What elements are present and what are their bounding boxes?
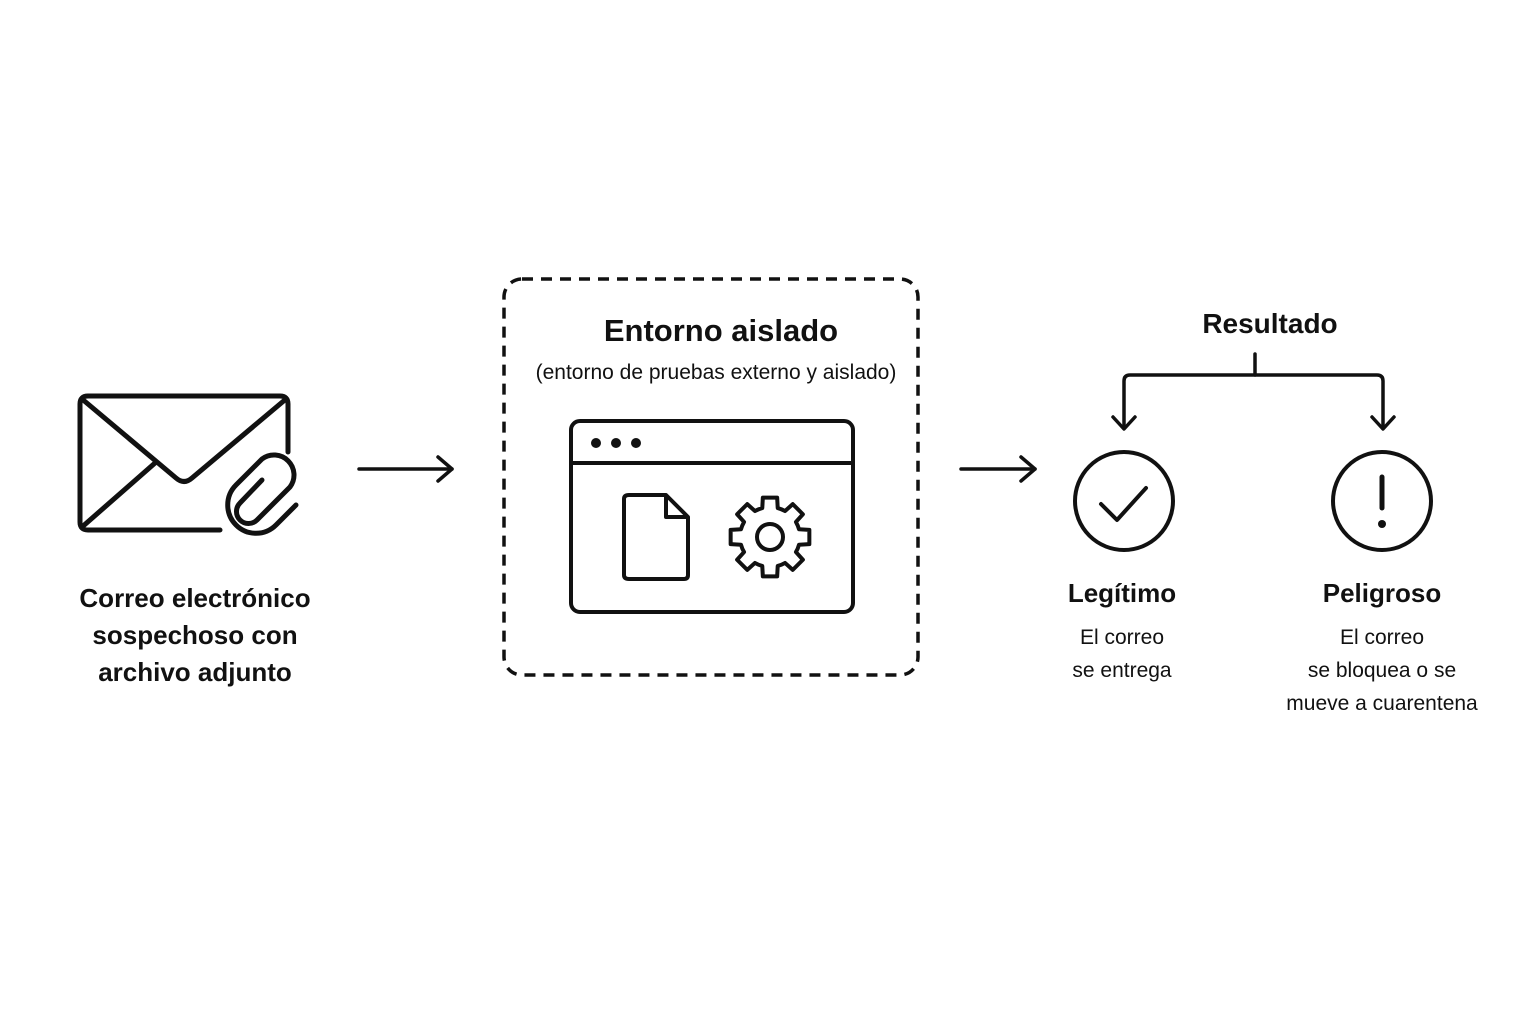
document-icon [622, 493, 690, 581]
paperclip-icon [225, 452, 299, 536]
gear-hub [755, 522, 785, 552]
outcome-legit-title: Legítimo [1067, 578, 1177, 608]
outcome-desc-line: se entrega [1072, 659, 1172, 682]
gear-icon [728, 495, 812, 579]
outcome-desc-line: se bloquea o se [1307, 659, 1457, 682]
outcome-desc-line: El correo [1079, 626, 1165, 649]
exclamation-circle-icon [1331, 450, 1433, 552]
arrow-email-to-sandbox [357, 455, 454, 483]
outcome-legit-description: El correo se entrega [1022, 621, 1222, 687]
browser-dots-icon [591, 438, 641, 448]
email-caption-line: archivo adjunto [98, 657, 292, 687]
email-caption: Correo electrónico sospechoso con archiv… [40, 580, 350, 691]
email-caption-line: sospechoso con [92, 620, 298, 650]
sandbox-title: Entorno aislado [603, 313, 839, 348]
result-title: Resultado [1202, 308, 1338, 339]
checkmark-circle-icon [1073, 450, 1175, 552]
browser-window-icon [569, 419, 855, 614]
gear-outline [728, 495, 812, 579]
outcome-danger-title: Peligroso [1322, 578, 1442, 608]
outcome-desc-line: mueve a cuarentena [1286, 692, 1478, 715]
result-branch-connector [1111, 352, 1396, 431]
envelope-fold-left [79, 460, 158, 530]
outcome-desc-line: El correo [1339, 626, 1425, 649]
envelope-with-paperclip-icon [77, 393, 299, 536]
arrow-sandbox-to-result [959, 455, 1037, 483]
email-caption-line: Correo electrónico [79, 583, 311, 613]
sandbox-subtitle: (entorno de pruebas externo y aislado) [535, 361, 897, 384]
outcome-danger-description: El correo se bloquea o se mueve a cuaren… [1262, 621, 1502, 720]
envelope-flap [79, 396, 289, 484]
